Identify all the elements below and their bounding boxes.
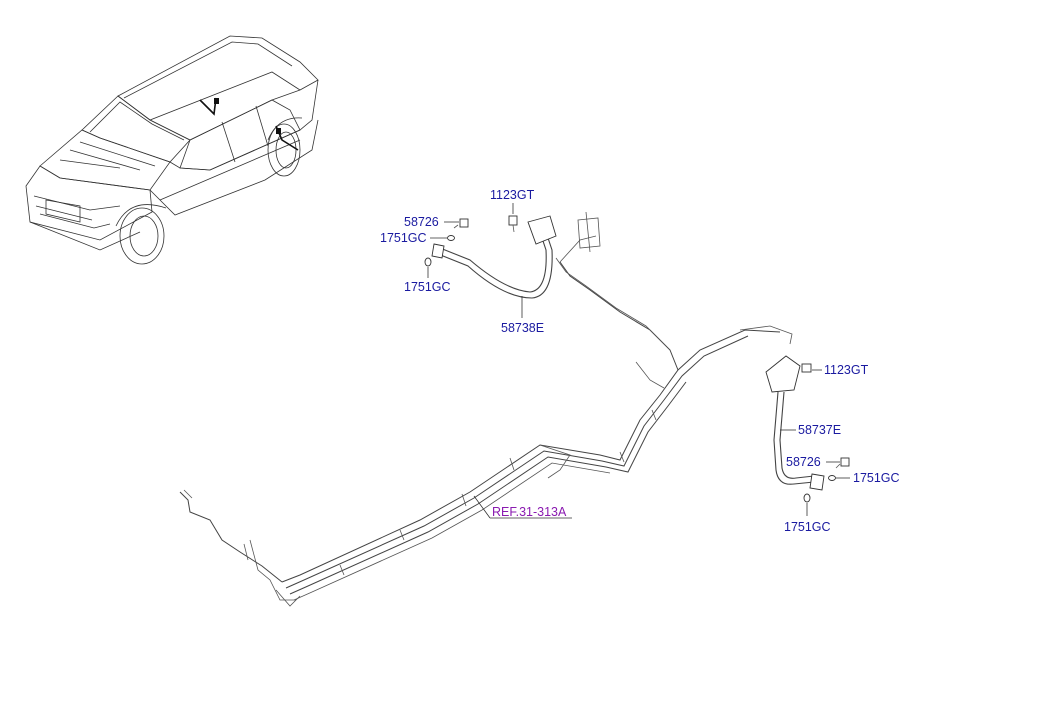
part-label-58726-front[interactable]: 58726 [404, 215, 439, 229]
bolt-icon [508, 215, 518, 233]
part-label-1123gt-rear[interactable]: 1123GT [824, 363, 869, 377]
bolt-icon [801, 363, 812, 373]
brake-hose-front [431, 215, 557, 299]
part-label-58738e[interactable]: 58738E [501, 321, 544, 335]
clip-icon [835, 457, 850, 469]
part-label-1751gc-front-upper[interactable]: 1751GC [380, 231, 427, 245]
washer-icon [447, 235, 455, 241]
part-label-1751gc-rear-lower[interactable]: 1751GC [784, 520, 831, 534]
part-label-58737e[interactable]: 58737E [798, 423, 841, 437]
small-parts [424, 215, 850, 503]
part-label-58726-rear[interactable]: 58726 [786, 455, 821, 469]
washer-icon [803, 493, 811, 503]
part-label-1123gt-front[interactable]: 1123GT [490, 188, 535, 202]
brake-pipe-assembly [179, 211, 793, 607]
brake-hose-rear [765, 355, 825, 491]
leader-lines [427, 203, 850, 519]
clip-icon [453, 218, 469, 229]
washer-icon [828, 475, 836, 481]
ref-link-31-313a[interactable]: REF.31-313A [492, 505, 567, 519]
part-label-1751gc-front-lower[interactable]: 1751GC [404, 280, 451, 294]
vehicle-illustration [25, 35, 319, 265]
part-label-1751gc-rear-right[interactable]: 1751GC [853, 471, 900, 485]
washer-icon [424, 257, 432, 267]
part-labels: 1123GT 58726 1751GC 1751GC 58738E 1123GT… [380, 188, 900, 534]
